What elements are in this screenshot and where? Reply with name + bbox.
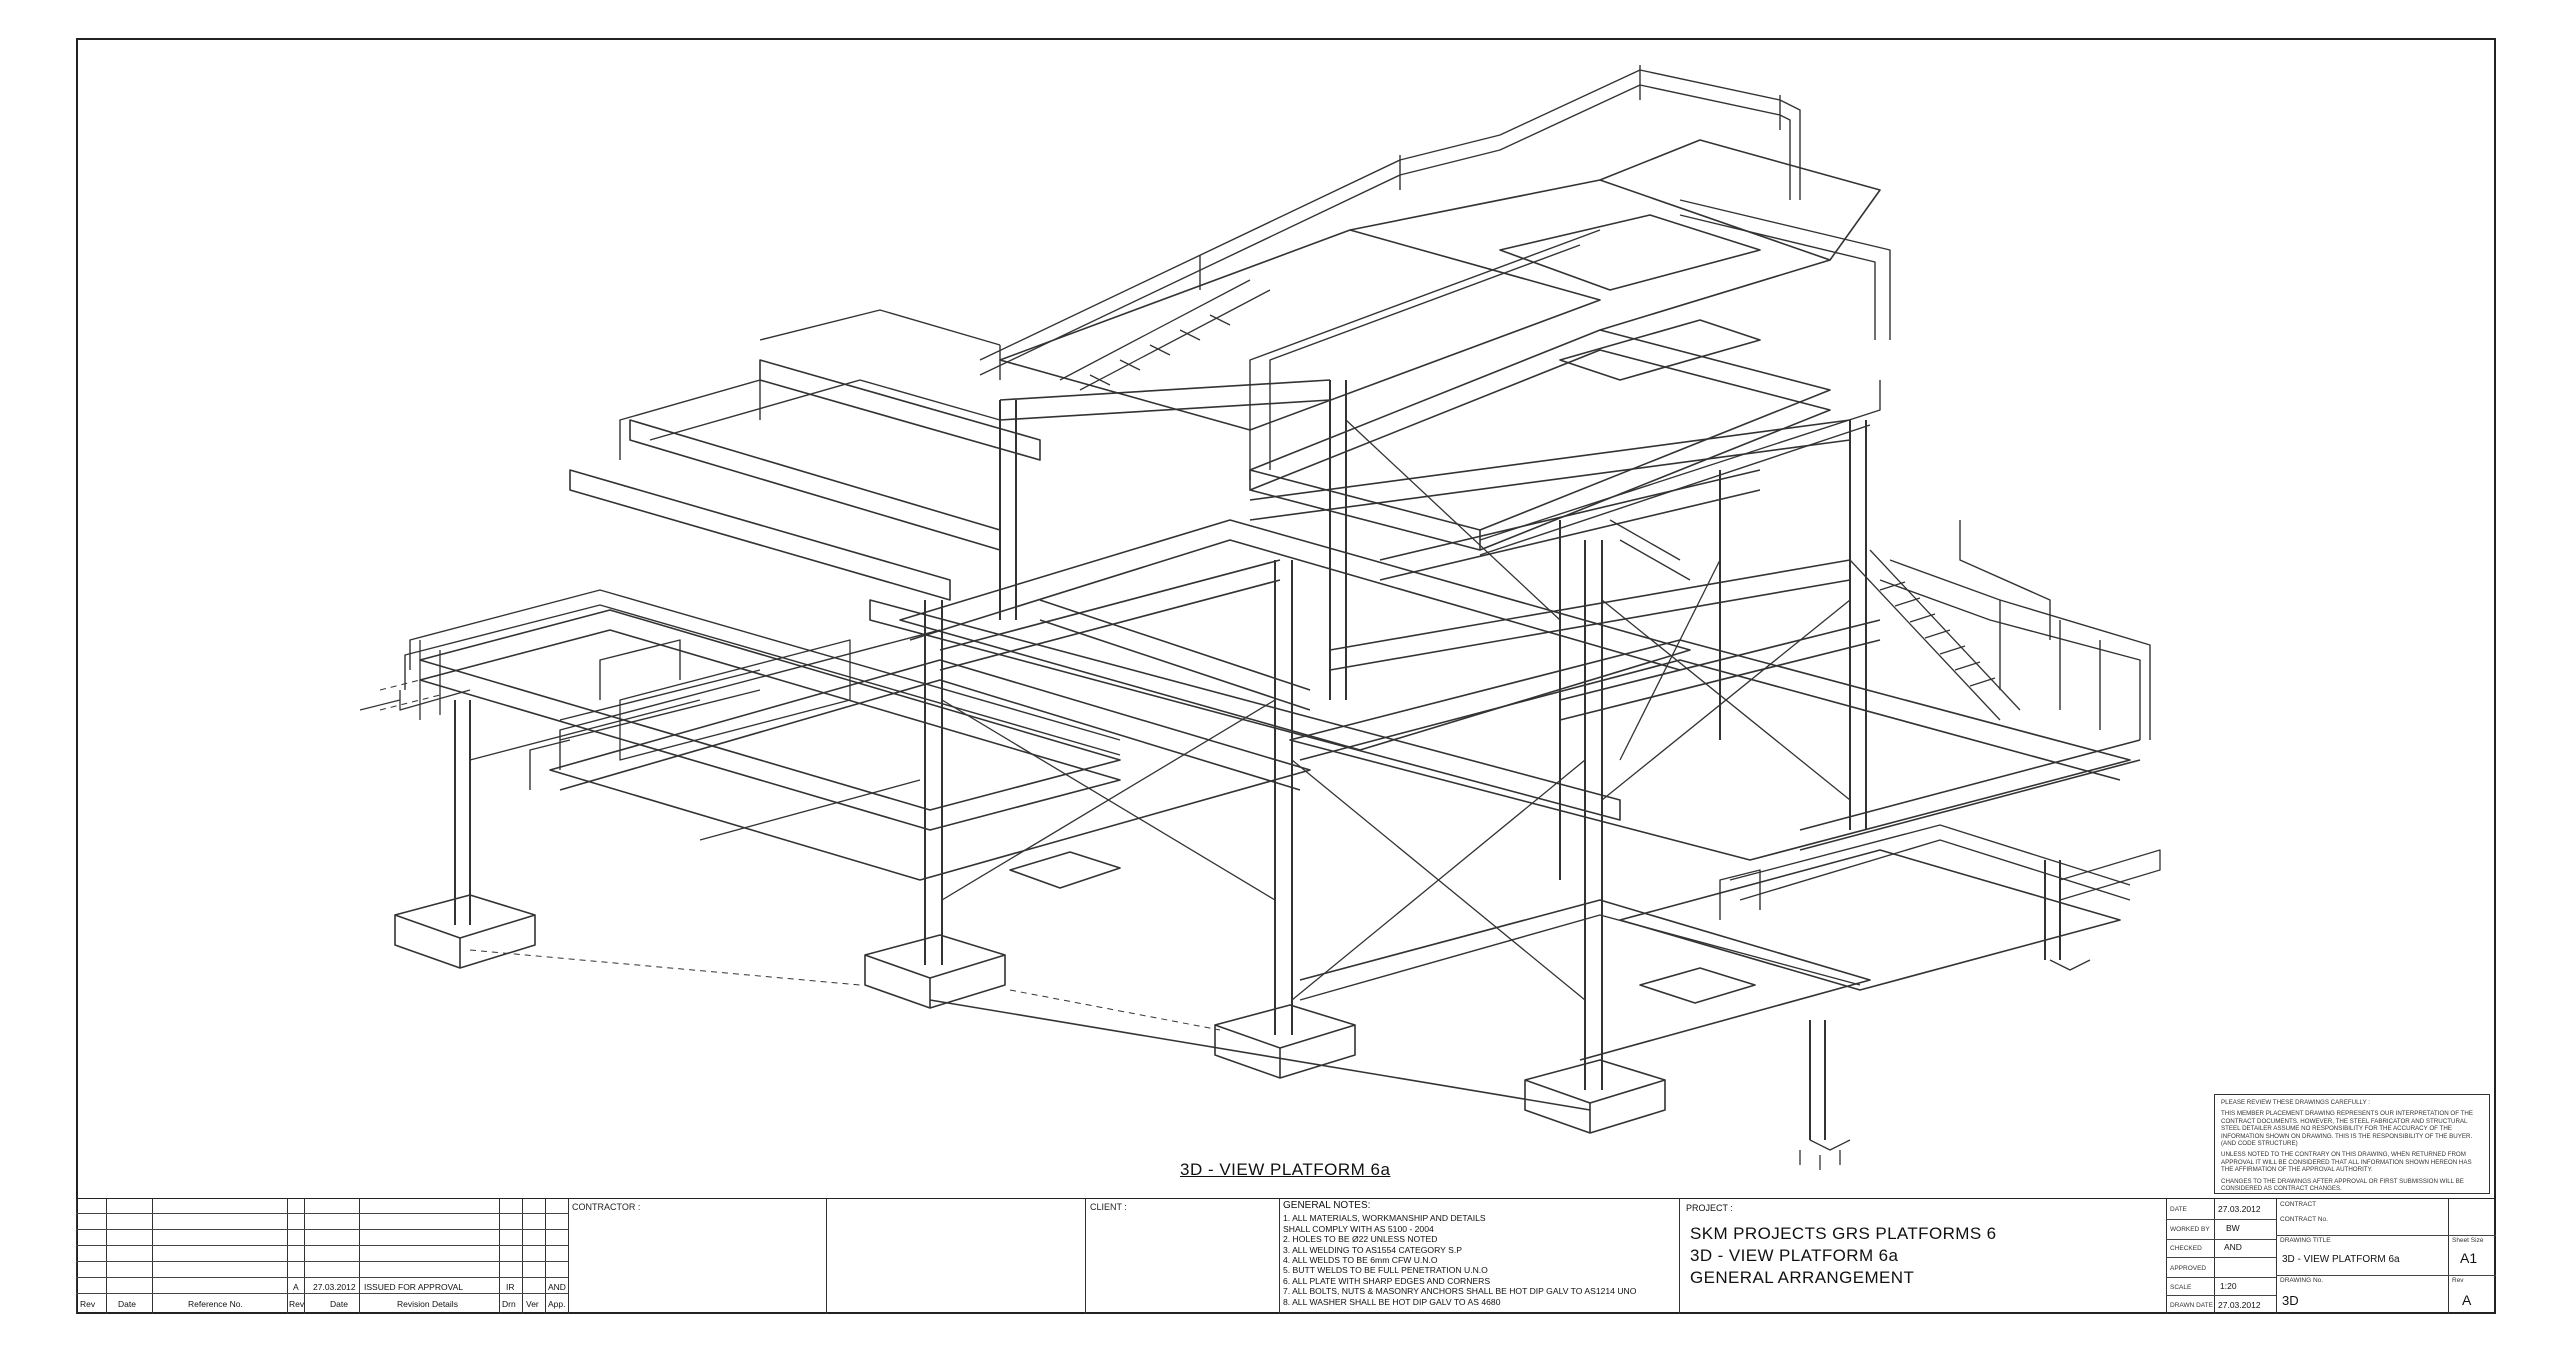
approved-label: APPROVED [2170,1265,2207,1272]
rev-header-ver: Ver [526,1299,539,1309]
contract-no-label: CONTRACT No. [2280,1216,2328,1223]
worked-by-value: BW [2226,1223,2240,1233]
review-paragraph-3: CHANGES TO THE DRAWINGS AFTER APPROVAL O… [2221,1177,2464,1193]
scale-label: SCALE [2170,1284,2192,1291]
rev-row-drn: IR [506,1282,515,1292]
contractor-label: CONTRACTOR : [572,1202,641,1212]
note-line: 7. ALL BOLTS, NUTS & MASONRY ANCHORS SHA… [1283,1286,1637,1297]
review-notes-box: PLEASE REVIEW THESE DRAWINGS CAREFULLY :… [2214,1094,2490,1194]
rev-value: A [2462,1292,2472,1308]
drawn-date-label: DRAWN DATE [2170,1302,2213,1309]
note-line: 2. HOLES TO BE Ø22 UNLESS NOTED [1283,1234,1438,1245]
upper-platform-deck [999,139,1881,551]
review-paragraph-2: UNLESS NOTED TO THE CONTRARY ON THIS DRA… [2221,1151,2472,1174]
rev-row-rev: A [293,1282,299,1292]
lower-platform-frame [419,519,2131,1111]
date-value: 27.03.2012 [2218,1204,2261,1214]
rev-header-details: Revision Details [397,1299,458,1309]
rev-header-app: App. [548,1299,566,1309]
sheet-size-label: Sheet Size [2452,1237,2484,1244]
rev-header-rev-2: Rev [289,1299,305,1309]
view-title: 3D - VIEW PLATFORM 6a [1180,1160,1391,1179]
drawing-sheet [76,38,2496,1314]
project-label: PROJECT : [1686,1203,1733,1213]
rev-row-details: ISSUED FOR APPROVAL [364,1282,464,1292]
worked-by-label: WORKED BY [2170,1226,2210,1233]
rev-header-reference: Reference No. [188,1299,243,1309]
rev-header-rev: Rev [80,1299,96,1309]
note-line: SHALL COMPLY WITH AS 5100 - 2004 [1283,1223,1434,1234]
client-label: CLIENT : [1090,1202,1127,1212]
title-block [76,1198,2496,1314]
drawing-no-value: 3D [2282,1293,2299,1308]
project-drawing-name: 3D - VIEW PLATFORM 6a [1690,1246,1899,1265]
drawn-date-value: 27.03.2012 [2218,1300,2261,1310]
cross-bracing [469,419,1851,1001]
note-line: 4. ALL WELDS TO BE 6mm CFW U.N.O [1283,1255,1438,1266]
contract-label: CONTRACT [2280,1201,2317,1208]
concrete-footings [394,851,1756,1134]
rev-label: Rev [2452,1277,2464,1284]
stair-stringers [1059,279,2021,721]
scale-value: 1:20 [2220,1281,2237,1291]
drawing-title-value: 3D - VIEW PLATFORM 6a [2282,1254,2400,1265]
general-notes-heading: GENERAL NOTES: [1283,1200,1371,1211]
project-description: GENERAL ARRANGEMENT [1690,1268,1915,1287]
rev-header-date: Date [118,1299,136,1309]
steel-columns [454,380,2061,1140]
break-lines [379,674,1826,1140]
rev-header-date-2: Date [330,1299,348,1309]
left-walkway [359,639,851,761]
checked-value: AND [2224,1242,2242,1252]
checked-label: CHECKED [2170,1245,2202,1252]
general-notes: GENERAL NOTES: 1. ALL MATERIALS, WORKMAN… [1283,1200,1637,1307]
note-line: 8. ALL WASHER SHALL BE HOT DIP GALV TO A… [1283,1296,1501,1307]
note-line: 3. ALL WELDING TO AS1554 CATEGORY S.P [1283,1244,1462,1255]
review-heading: PLEASE REVIEW THESE DRAWINGS CAREFULLY : [2221,1099,2370,1106]
review-paragraph-1: THIS MEMBER PLACEMENT DRAWING REPRESENTS… [2221,1110,2473,1148]
sheet-size-value: A1 [2460,1250,2478,1266]
note-line: 1. ALL MATERIALS, WORKMANSHIP AND DETAIL… [1283,1213,1486,1224]
right-landing [1799,849,2161,1170]
drawing-no-label: DRAWING No. [2280,1277,2324,1284]
project-name: SKM PROJECTS GRS PLATFORMS 6 [1690,1224,1997,1243]
note-line: 5. BUTT WELDS TO BE FULL PENETRATION U.N… [1283,1265,1488,1276]
steel-beams [569,359,2141,851]
rev-row-app: AND [548,1282,566,1292]
note-line: 6. ALL PLATE WITH SHARP EDGES AND CORNER… [1283,1275,1491,1286]
handrails [404,65,2151,1001]
date-label: DATE [2170,1206,2187,1213]
rev-header-drn: Drn [502,1299,516,1309]
drawing-title-label: DRAWING TITLE [2280,1237,2331,1244]
rev-row-date: 27.03.2012 [313,1282,356,1292]
